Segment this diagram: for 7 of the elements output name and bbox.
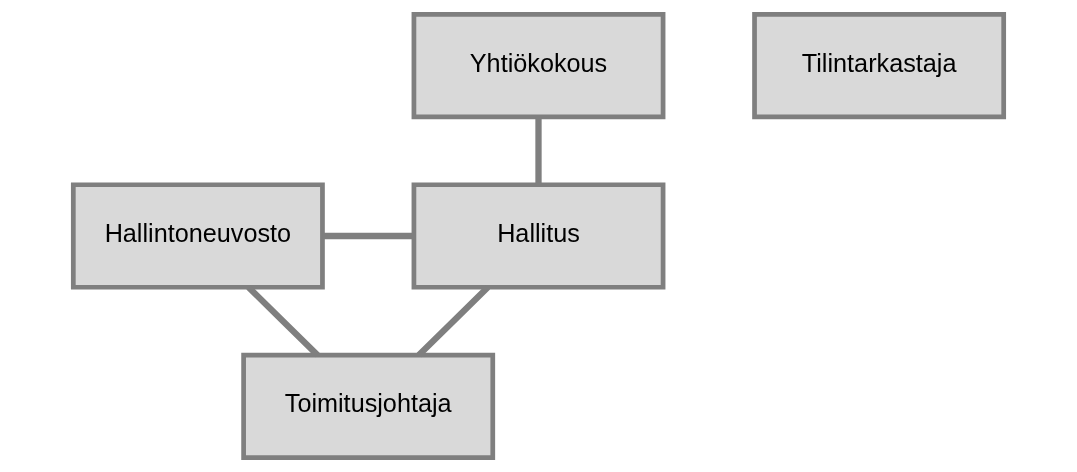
connector <box>535 116 542 185</box>
node-box: Hallintoneuvosto <box>70 182 325 290</box>
node-box: Tilintarkastaja <box>752 12 1007 120</box>
node-box: Toimitusjohtaja <box>241 352 496 460</box>
node-box: Hallitus <box>411 182 666 290</box>
node-box: Yhtiökokous <box>411 12 666 120</box>
connector <box>322 232 414 240</box>
